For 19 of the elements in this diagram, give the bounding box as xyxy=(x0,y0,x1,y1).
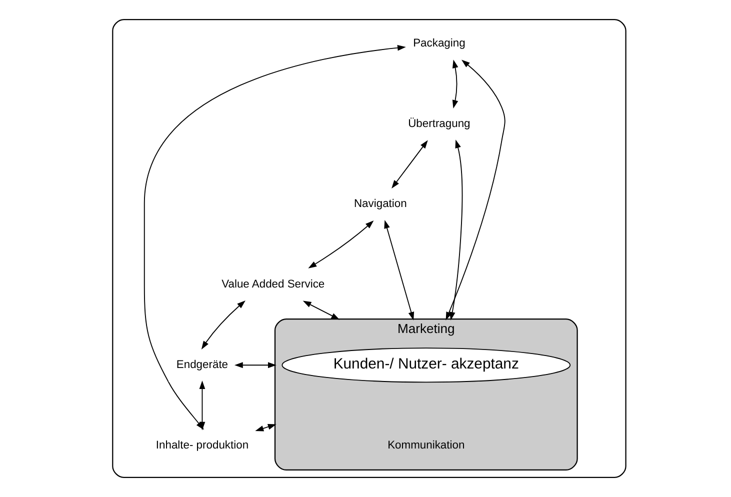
cluster xyxy=(112,19,626,478)
node-text: Inhalte- produktion xyxy=(156,440,249,452)
arrow xyxy=(308,220,374,268)
node-text: Packaging xyxy=(413,38,466,50)
arrow xyxy=(452,60,458,109)
node-ellipse: Kunden-/ Nutzer- akzeptanz xyxy=(282,348,571,383)
arrow xyxy=(392,140,428,189)
arrow xyxy=(201,300,246,350)
arrow xyxy=(255,424,276,432)
arrow xyxy=(302,300,340,320)
node-text: Navigation xyxy=(354,198,407,210)
node-text: Übertragung xyxy=(408,118,470,130)
node-text: Endgeräte xyxy=(176,359,228,372)
arrow xyxy=(449,140,463,320)
arrow xyxy=(234,362,276,368)
node-text: Value Added Service xyxy=(222,278,325,290)
arrow xyxy=(384,220,414,320)
arrow xyxy=(199,380,206,430)
arrow xyxy=(446,60,506,320)
